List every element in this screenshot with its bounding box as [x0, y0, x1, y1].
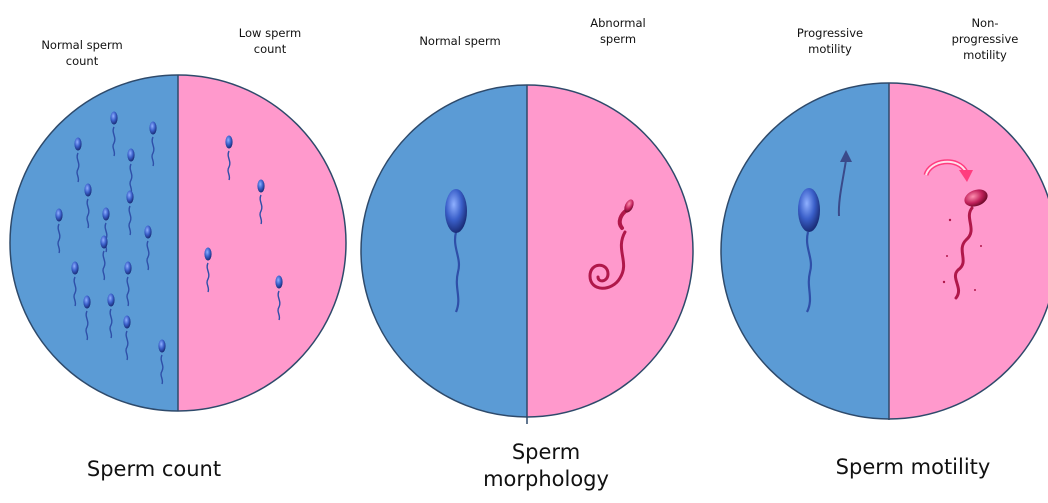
abnormal-morphology-half	[527, 70, 727, 440]
circle-sperm-morphology	[340, 70, 727, 440]
circle-sperm-motility	[700, 70, 1048, 440]
normal-count-half	[0, 60, 178, 440]
progressive-motility-half	[700, 70, 889, 440]
non-progressive-motility-half	[889, 70, 1048, 440]
circle-sperm-count	[0, 60, 378, 440]
normal-morphology-half	[340, 70, 527, 440]
